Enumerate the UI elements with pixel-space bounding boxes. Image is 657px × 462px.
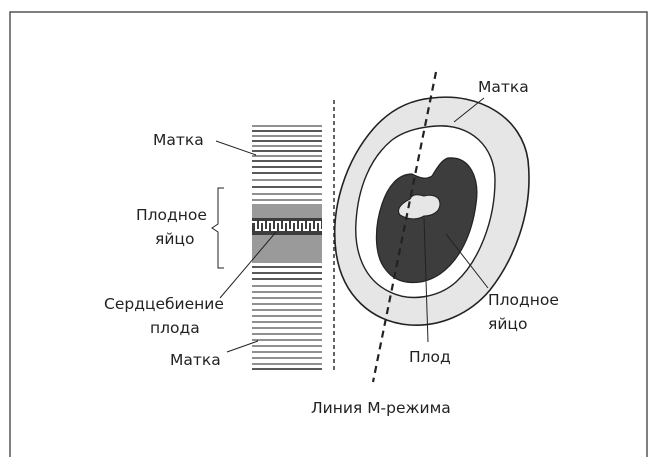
label-mmode-line: Линия М-режима: [311, 399, 451, 417]
label-gestational-sac-right-2: яйцо: [488, 315, 527, 333]
mmode-sac-band-bottom: [252, 235, 322, 263]
label-gestational-sac-left-1: Плодное: [136, 206, 207, 224]
gestational-sac-bracket: [212, 188, 224, 268]
label-gestational-sac-left-2: яйцо: [155, 230, 194, 248]
label-heartbeat-2: плода: [150, 319, 200, 337]
label-uterus-left-top: Матка: [153, 131, 204, 149]
figure-frame: [10, 12, 647, 457]
leader-uterus-left-top: [216, 141, 256, 155]
label-uterus-right: Матка: [478, 78, 529, 96]
label-fetus: Плод: [409, 348, 451, 366]
label-heartbeat-1: Сердцебиение: [104, 295, 224, 313]
mmode-strip: [252, 123, 322, 371]
mmode-sac-band-top: [252, 204, 322, 218]
label-uterus-left-bottom: Матка: [170, 351, 221, 369]
label-gestational-sac-right-1: Плодное: [488, 291, 559, 309]
